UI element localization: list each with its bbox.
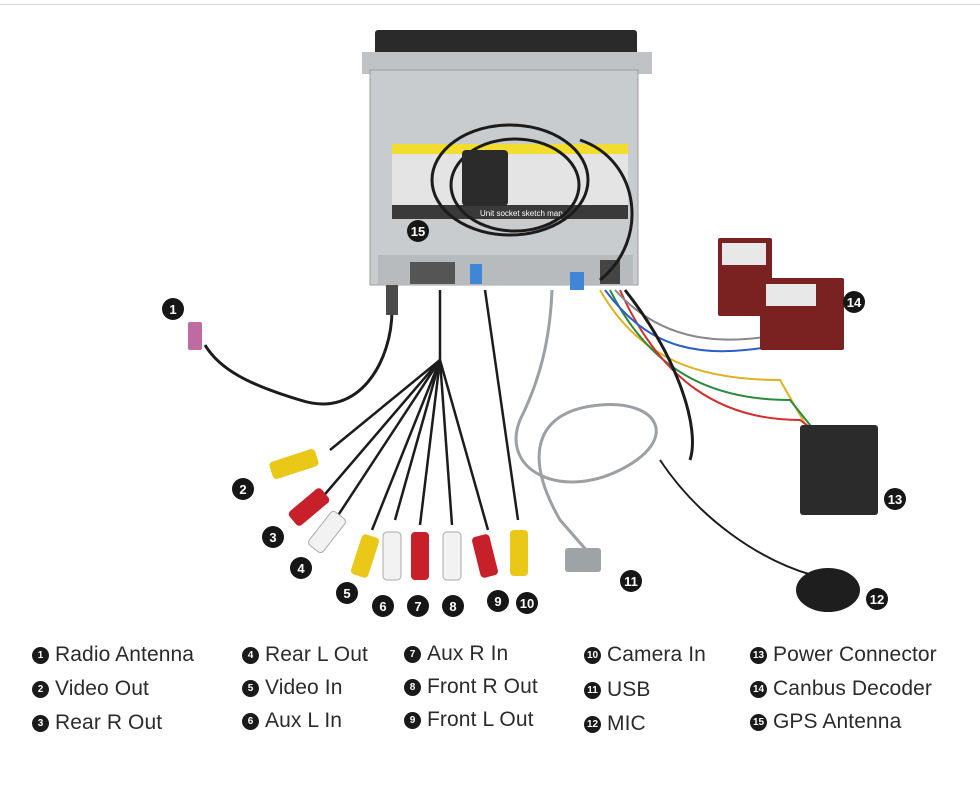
legend-number: 2 [32, 680, 49, 698]
legend-item: 5 Video In [242, 675, 342, 701]
legend-label: Front L Out [427, 708, 534, 731]
gps-cable [430, 123, 634, 282]
callout-5: 5 [336, 582, 358, 604]
unit-socket-label: Unit socket sketch map [480, 209, 563, 218]
legend-label: Rear R Out [55, 711, 163, 734]
legend-item: 10 Camera In [584, 642, 706, 668]
legend-number: 15 [750, 713, 767, 731]
legend-number: 10 [584, 646, 601, 664]
legend-number: 6 [242, 712, 259, 730]
legend-label: MIC [607, 712, 646, 735]
callout-11: 11 [620, 570, 642, 592]
usb-cable [514, 289, 658, 561]
callout-13: 13 [884, 488, 906, 510]
legend-number: 8 [404, 678, 421, 696]
legend-item: 14 Canbus Decoder [750, 676, 932, 702]
legend-item: 2 Video Out [32, 676, 149, 702]
legend-item: 9 Front L Out [404, 707, 534, 733]
legend-item: 7 Aux R In [404, 641, 508, 667]
legend-label: Video Out [55, 677, 149, 700]
legend-item: 1 Radio Antenna [32, 642, 194, 668]
power-harness-wires [599, 289, 841, 461]
legend-item: 13 Power Connector [750, 642, 937, 668]
legend-number: 11 [584, 681, 601, 699]
callout-4: 4 [290, 557, 312, 579]
legend-label: GPS Antenna [773, 710, 902, 733]
rca-harness-cables [319, 289, 520, 531]
mic-cable [659, 459, 860, 612]
legend-label: Aux L In [265, 709, 343, 732]
legend-item: 3 Rear R Out [32, 710, 162, 736]
legend-item: 11 USB [584, 677, 650, 703]
callout-3: 3 [262, 526, 284, 548]
legend-item: 15 GPS Antenna [750, 709, 901, 735]
legend-label: Camera In [607, 643, 706, 666]
callout-15: 15 [407, 220, 429, 242]
legend-item: 8 Front R Out [404, 674, 538, 700]
callout-10: 10 [516, 592, 538, 614]
callout-12: 12 [866, 588, 888, 610]
legend-number: 4 [242, 646, 259, 664]
legend-number: 7 [404, 645, 421, 663]
legend-label: Aux R In [427, 642, 509, 665]
canbus-decoder [718, 238, 844, 350]
radio-antenna-cable [188, 285, 398, 406]
legend-number: 1 [32, 646, 49, 664]
callout-14: 14 [843, 291, 865, 313]
legend-number: 13 [750, 646, 767, 664]
legend-label: Radio Antenna [55, 643, 195, 666]
legend-number: 14 [750, 680, 767, 698]
callout-6: 6 [372, 595, 394, 617]
legend-item: 12 MIC [584, 711, 646, 737]
callout-7: 7 [407, 595, 429, 617]
rca-plugs [269, 449, 528, 581]
legend-number: 12 [584, 715, 601, 733]
legend-item: 6 Aux L In [242, 708, 342, 734]
wiring-diagram: Unit socket sketch map [188, 30, 878, 612]
legend-label: Video In [265, 676, 343, 699]
power-connector [800, 425, 878, 515]
legend-number: 9 [404, 711, 421, 729]
callout-2: 2 [232, 478, 254, 500]
callout-9: 9 [487, 590, 509, 612]
callout-1: 1 [162, 298, 184, 320]
legend-number: 3 [32, 714, 49, 732]
top-divider [0, 4, 980, 5]
legend-item: 4 Rear L Out [242, 642, 368, 668]
usb-plug [565, 548, 601, 572]
legend-label: USB [607, 678, 651, 701]
legend-label: Power Connector [773, 643, 937, 666]
legend-label: Rear L Out [265, 643, 368, 666]
gps-antenna-puck [462, 150, 508, 206]
legend-number: 5 [242, 679, 259, 697]
legend-label: Front R Out [427, 675, 538, 698]
callout-8: 8 [442, 595, 464, 617]
legend-label: Canbus Decoder [773, 677, 932, 700]
